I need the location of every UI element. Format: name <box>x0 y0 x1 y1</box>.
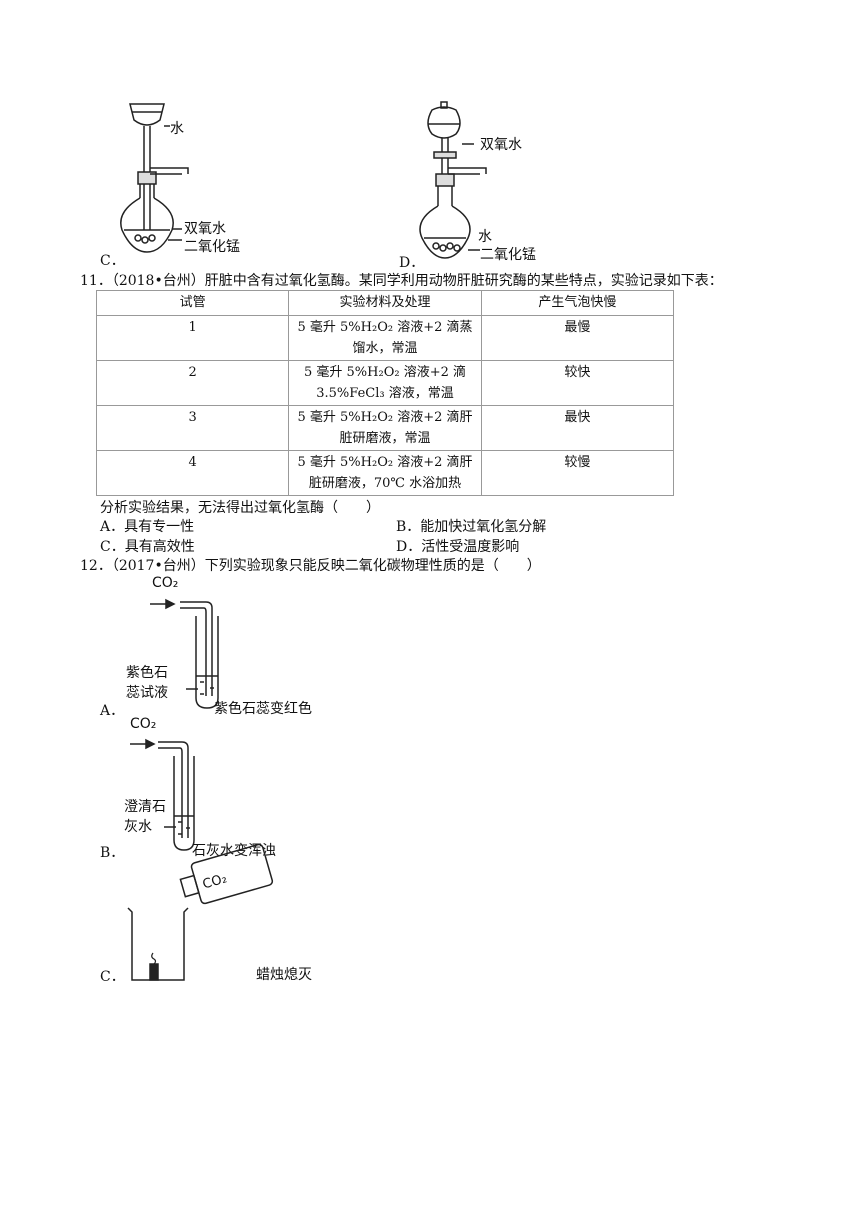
question-11-stem: 11．（2018•台州）肝脏中含有过氧化氢酶。某同学利用动物肝脏研究酶的某些特点… <box>80 273 723 289</box>
q12-b-liquid-label-1: 澄清石 <box>124 799 166 815</box>
q12-b-liquid-label-2: 灰水 <box>124 819 152 835</box>
material-line: 5 毫升 5%H₂O₂ 溶液+2 滴肝 <box>297 455 473 470</box>
material-line: 5 毫升 5%H₂O₂ 溶液+2 滴蒸 <box>297 320 473 335</box>
q12-b-test-tube-diagram <box>130 738 195 851</box>
table-header-cell: 试管 <box>95 290 290 316</box>
table-cell-material: 5 毫升 5%H₂O₂ 溶液+2 滴肝脏研磨液，70℃ 水浴加热 <box>288 450 482 496</box>
q12-b-gas-label: CO₂ <box>130 716 157 732</box>
table-cell-tube: 2 <box>95 360 290 406</box>
material-line: 馏水，常温 <box>352 341 418 356</box>
table-cell-tube: 4 <box>95 450 290 496</box>
apparatus-c-mno2-label: 二氧化锰 <box>184 239 240 255</box>
q12-a-liquid-label-1: 紫色石 <box>126 665 168 681</box>
q12-a-gas-label: CO₂ <box>152 575 179 591</box>
q12-a-liquid-label-2: 蕊试液 <box>126 685 168 701</box>
q12-option-a-letter[interactable]: A． <box>100 703 125 719</box>
q12-c-caption: 蜡烛熄灭 <box>256 967 312 983</box>
table-cell-material: 5 毫升 5%H₂O₂ 溶液+2 滴蒸馏水，常温 <box>288 315 482 361</box>
apparatus-c-water-label: 水 <box>170 121 184 137</box>
apparatus-d-water-label: 水 <box>478 229 492 245</box>
material-line: 脏研磨液，70℃ 水浴加热 <box>308 476 462 491</box>
table-row: 4 5 毫升 5%H₂O₂ 溶液+2 滴肝脏研磨液，70℃ 水浴加热 较慢 <box>95 450 675 496</box>
question-11-option-a[interactable]: A．具有专一性 <box>100 519 195 535</box>
table-header-cell: 产生气泡快慢 <box>480 290 675 316</box>
question-11-analysis: 分析实验结果，无法得出过氧化氢酶（ ） <box>100 500 380 516</box>
table-cell-tube: 1 <box>95 315 290 361</box>
material-line: 3.5%FeCl₃ 溶液，常温 <box>316 386 454 401</box>
experiment-table: 试管 实验材料及处理 产生气泡快慢 1 5 毫升 5%H₂O₂ 溶液+2 滴蒸馏… <box>95 290 675 496</box>
option-d-letter: D． <box>399 255 425 271</box>
table-cell-material: 5 毫升 5%H₂O₂ 溶液+2 滴 3.5%FeCl₃ 溶液，常温 <box>288 360 482 406</box>
question-12-stem: 12．（2017•台州）下列实验现象只能反映二氧化碳物理性质的是（ ） <box>80 558 541 574</box>
apparatus-d-mno2-label: 二氧化锰 <box>480 247 536 263</box>
q12-c-beaker-diagram <box>127 843 274 981</box>
question-11-option-b[interactable]: B．能加快过氧化氢分解 <box>396 519 547 535</box>
q12-a-caption: 紫色石蕊变红色 <box>214 701 312 717</box>
table-header-row: 试管 实验材料及处理 产生气泡快慢 <box>95 290 675 316</box>
table-cell-material: 5 毫升 5%H₂O₂ 溶液+2 滴肝脏研磨液，常温 <box>288 405 482 451</box>
material-line: 5 毫升 5%H₂O₂ 溶液+2 滴 <box>303 365 466 380</box>
table-cell-speed: 最慢 <box>480 315 675 361</box>
table-header-cell: 实验材料及处理 <box>288 290 482 316</box>
apparatus-c-diagram <box>120 103 189 253</box>
table-row: 2 5 毫升 5%H₂O₂ 溶液+2 滴 3.5%FeCl₃ 溶液，常温 较快 <box>95 360 675 406</box>
table-cell-tube: 3 <box>95 405 290 451</box>
material-line: 脏研磨液，常温 <box>339 431 431 446</box>
q12-a-test-tube-diagram <box>150 598 219 709</box>
table-cell-speed: 最快 <box>480 405 675 451</box>
question-11-option-d[interactable]: D．活性受温度影响 <box>396 539 520 555</box>
apparatus-d-diagram <box>419 101 487 259</box>
option-c-letter: C． <box>100 253 125 269</box>
table-row: 3 5 毫升 5%H₂O₂ 溶液+2 滴肝脏研磨液，常温 最快 <box>95 405 675 451</box>
apparatus-c-h2o2-label: 双氧水 <box>184 221 226 237</box>
question-11-option-c[interactable]: C．具有高效性 <box>100 539 195 555</box>
table-cell-speed: 较快 <box>480 360 675 406</box>
q12-option-c-letter[interactable]: C． <box>100 969 125 985</box>
table-row: 1 5 毫升 5%H₂O₂ 溶液+2 滴蒸馏水，常温 最慢 <box>95 315 675 361</box>
table-cell-speed: 较慢 <box>480 450 675 496</box>
q12-option-b-letter[interactable]: B． <box>100 845 125 861</box>
material-line: 5 毫升 5%H₂O₂ 溶液+2 滴肝 <box>297 410 473 425</box>
apparatus-d-h2o2-label: 双氧水 <box>480 137 522 153</box>
